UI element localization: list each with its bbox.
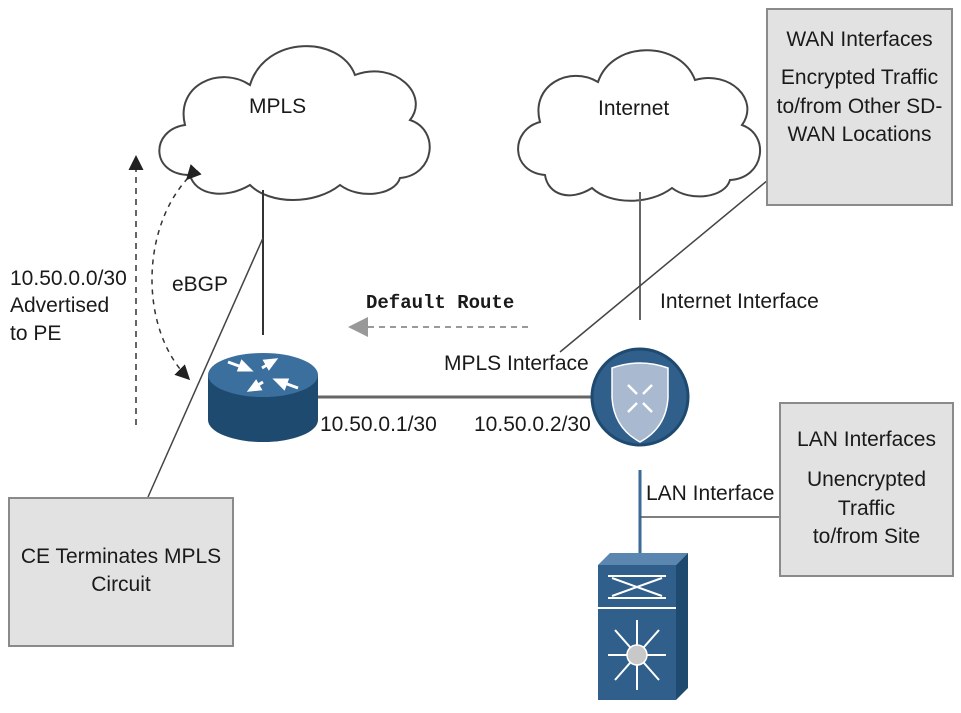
advertised-label-line-2: Advertised (10, 294, 110, 318)
router-icon (208, 353, 318, 442)
wan-callout-line-3: to/from Other SD- (776, 94, 943, 118)
wan-callout-line-2: Encrypted Traffic (780, 66, 939, 90)
advertised-label: 10.50.0.0/30 Advertised to PE (10, 265, 127, 347)
wan-callout-leader (559, 179, 769, 353)
layer3-switch-icon (598, 553, 688, 700)
wan-callout-line-4: WAN Locations (787, 123, 932, 147)
lan-callout-line-2: Unencrypted Traffic (806, 468, 927, 520)
mpls-cloud-label: MPLS (249, 95, 307, 118)
ebgp-label: eBGP (172, 273, 229, 296)
lan-interface-label: LAN Interface (646, 482, 775, 505)
internet-interface-label: Internet Interface (660, 290, 819, 313)
mpls-cloud-icon (158, 45, 431, 201)
ebgp-arrow (151, 164, 202, 381)
sdwan-ip-label: 10.50.0.2/30 (474, 413, 591, 436)
ce-callout-leader (147, 237, 264, 498)
wan-interfaces-callout: WAN Interfaces Encrypted Traffic to/from… (766, 8, 953, 206)
advertised-label-line-1: 10.50.0.0/30 (10, 267, 127, 290)
internet-cloud-label: Internet (598, 97, 670, 120)
advertised-label-line-3: to PE (10, 321, 62, 345)
ce-terminates-callout: CE Terminates MPLS Circuit (8, 497, 234, 647)
mpls-interface-label: MPLS Interface (444, 352, 589, 375)
ce-callout-line-2: Circuit (91, 573, 151, 597)
lan-callout-line-1: LAN Interfaces (797, 428, 936, 451)
internet-cloud-icon (517, 49, 762, 202)
lan-interfaces-callout: LAN Interfaces Unencrypted Traffic to/fr… (779, 402, 954, 577)
lan-callout-line-3: to/from Site (812, 525, 921, 549)
wan-callout-line-1: WAN Interfaces (786, 28, 933, 51)
default-route-label: Default Route (366, 292, 515, 314)
sdwan-shield-router-icon (590, 347, 690, 447)
ce-callout-line-1: CE Terminates MPLS (20, 545, 222, 568)
ce-ip-label: 10.50.0.1/30 (320, 413, 437, 436)
